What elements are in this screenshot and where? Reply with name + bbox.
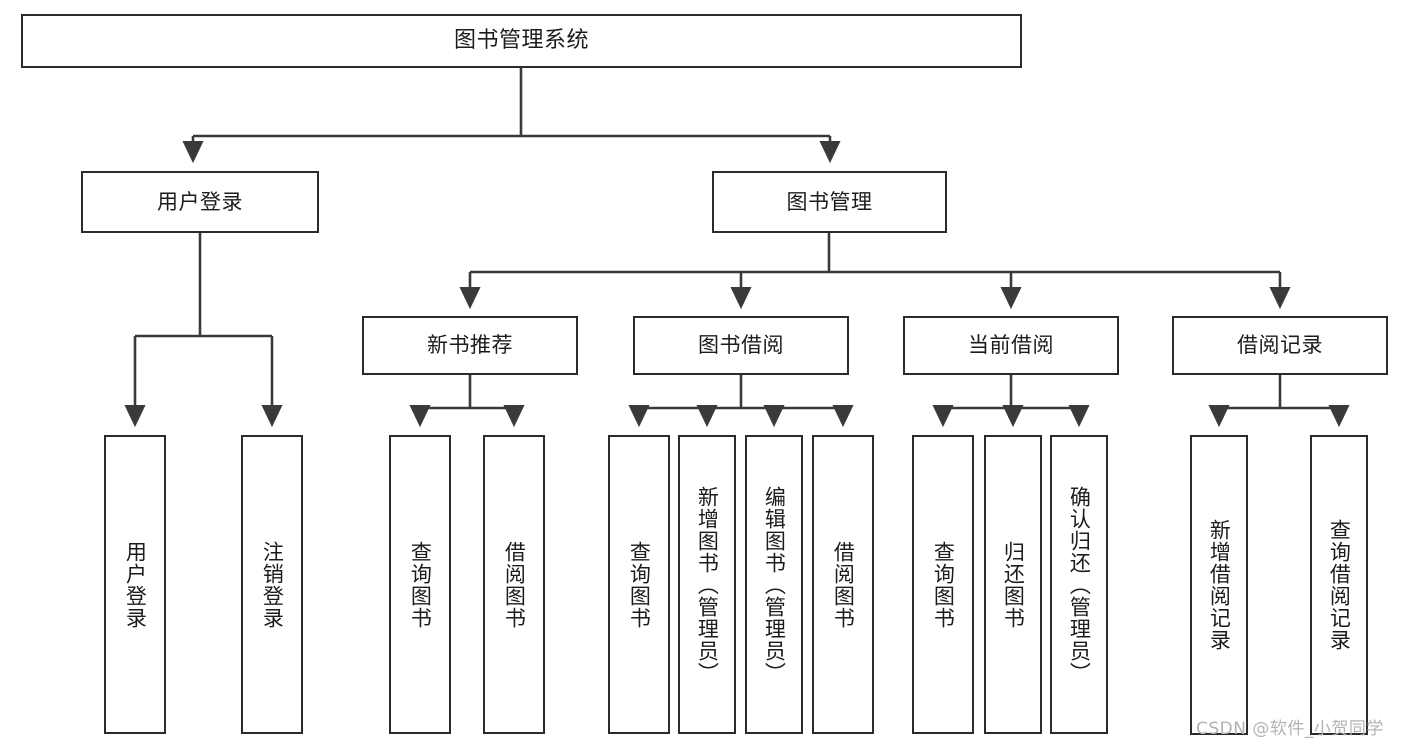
node-book-borrow-label: 图书借阅 (698, 333, 784, 358)
node-book-manage-label: 图书管理 (786, 189, 873, 214)
node-new-book-recommend-label: 新书推荐 (427, 333, 513, 358)
node-current-borrow-label: 当前借阅 (968, 333, 1054, 358)
node-leaf-confirm-return-admin-label: 确认归还（管理员） (1067, 485, 1092, 684)
node-leaf-confirm-return-admin[interactable]: 确认归还（管理员） (1050, 435, 1108, 734)
node-leaf-add-borrow-record[interactable]: 新增借阅记录 (1190, 435, 1248, 735)
node-leaf-query-book-current[interactable]: 查询图书 (912, 435, 974, 734)
node-leaf-add-book-admin[interactable]: 新增图书（管理员） (678, 435, 736, 734)
node-leaf-query-borrow-record[interactable]: 查询借阅记录 (1310, 435, 1368, 735)
node-leaf-query-book-recommend[interactable]: 查询图书 (389, 435, 451, 734)
node-leaf-query-book-current-label: 查询图书 (931, 540, 956, 629)
csdn-watermark: CSDN @软件_小贺同学 (1196, 719, 1384, 739)
node-user-login-label: 用户登录 (157, 189, 243, 214)
node-leaf-return-book-label: 归还图书 (1001, 540, 1026, 629)
node-leaf-borrow-book-recommend-label: 借阅图书 (502, 540, 527, 629)
node-leaf-edit-book-admin-label: 编辑图书（管理员） (762, 485, 787, 684)
node-leaf-query-book-recommend-label: 查询图书 (408, 540, 433, 629)
node-borrow-record-label: 借阅记录 (1237, 333, 1323, 358)
node-leaf-query-book-borrow[interactable]: 查询图书 (608, 435, 670, 734)
node-new-book-recommend[interactable]: 新书推荐 (362, 316, 578, 375)
node-leaf-add-book-admin-label: 新增图书（管理员） (695, 485, 720, 684)
node-leaf-edit-book-admin[interactable]: 编辑图书（管理员） (745, 435, 803, 734)
node-leaf-add-borrow-record-label: 新增借阅记录 (1207, 519, 1232, 651)
node-book-manage[interactable]: 图书管理 (712, 171, 947, 233)
node-leaf-query-borrow-record-label: 查询借阅记录 (1327, 519, 1352, 651)
node-root[interactable]: 图书管理系统 (21, 14, 1022, 68)
node-current-borrow[interactable]: 当前借阅 (903, 316, 1119, 375)
node-leaf-user-logout-label: 注销登录 (260, 540, 285, 629)
node-leaf-borrow-book-borrow[interactable]: 借阅图书 (812, 435, 874, 734)
node-leaf-query-book-borrow-label: 查询图书 (627, 540, 652, 629)
node-leaf-borrow-book-recommend[interactable]: 借阅图书 (483, 435, 545, 734)
node-leaf-user-login[interactable]: 用户登录 (104, 435, 166, 734)
node-leaf-user-logout[interactable]: 注销登录 (241, 435, 303, 734)
node-root-label: 图书管理系统 (453, 28, 589, 54)
node-leaf-return-book[interactable]: 归还图书 (984, 435, 1042, 734)
node-leaf-user-login-label: 用户登录 (123, 540, 148, 629)
node-book-borrow[interactable]: 图书借阅 (633, 316, 849, 375)
node-user-login[interactable]: 用户登录 (81, 171, 319, 233)
node-borrow-record[interactable]: 借阅记录 (1172, 316, 1388, 375)
node-leaf-borrow-book-borrow-label: 借阅图书 (831, 540, 856, 629)
